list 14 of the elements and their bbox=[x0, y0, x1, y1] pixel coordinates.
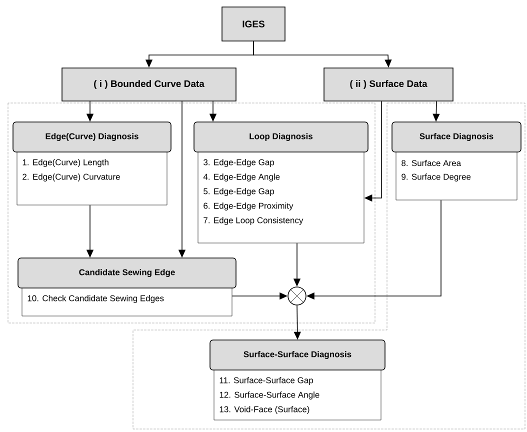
summing-junction bbox=[288, 286, 306, 306]
node-label: Surface Diagnosis bbox=[420, 133, 494, 141]
process-box: ( i ) Bounded Curve Data bbox=[62, 68, 236, 102]
node-label: 10. Check Candidate Sewing Edges bbox=[28, 295, 164, 303]
diagnosis-panel: Surface Diagnosis 8. Surface Area 9. Surface Degree bbox=[392, 122, 522, 200]
node-label: Loop Diagnosis bbox=[250, 133, 313, 141]
process-box: ( ii ) Surface Data bbox=[324, 68, 454, 102]
diagnosis-panel: Loop Diagnosis 3. Edge-Edge Gap 4. Edge-Edge Angle 5. Edge-Edge Gap 6. Edge-Edge Proximity 7. Edge Loop Consistency bbox=[194, 122, 368, 244]
node-label: Edge(Curve) Diagnosis bbox=[46, 133, 138, 141]
diagnosis-panel: Edge(Curve) Diagnosis 1. Edge(Curve) Length 2. Edge(Curve) Curvature bbox=[12, 122, 172, 206]
node-label: Surface-Surface Diagnosis bbox=[244, 351, 352, 359]
process-box: IGES bbox=[222, 6, 286, 42]
diagnosis-panel: Surface-Surface Diagnosis 11. Surface-Surface Gap 12. Surface-Surface Angle 13. Void-Face (Surface) bbox=[210, 340, 386, 420]
diagnosis-panel: Candidate Sewing Edge 10. Check Candidate Sewing Edges bbox=[18, 258, 236, 316]
